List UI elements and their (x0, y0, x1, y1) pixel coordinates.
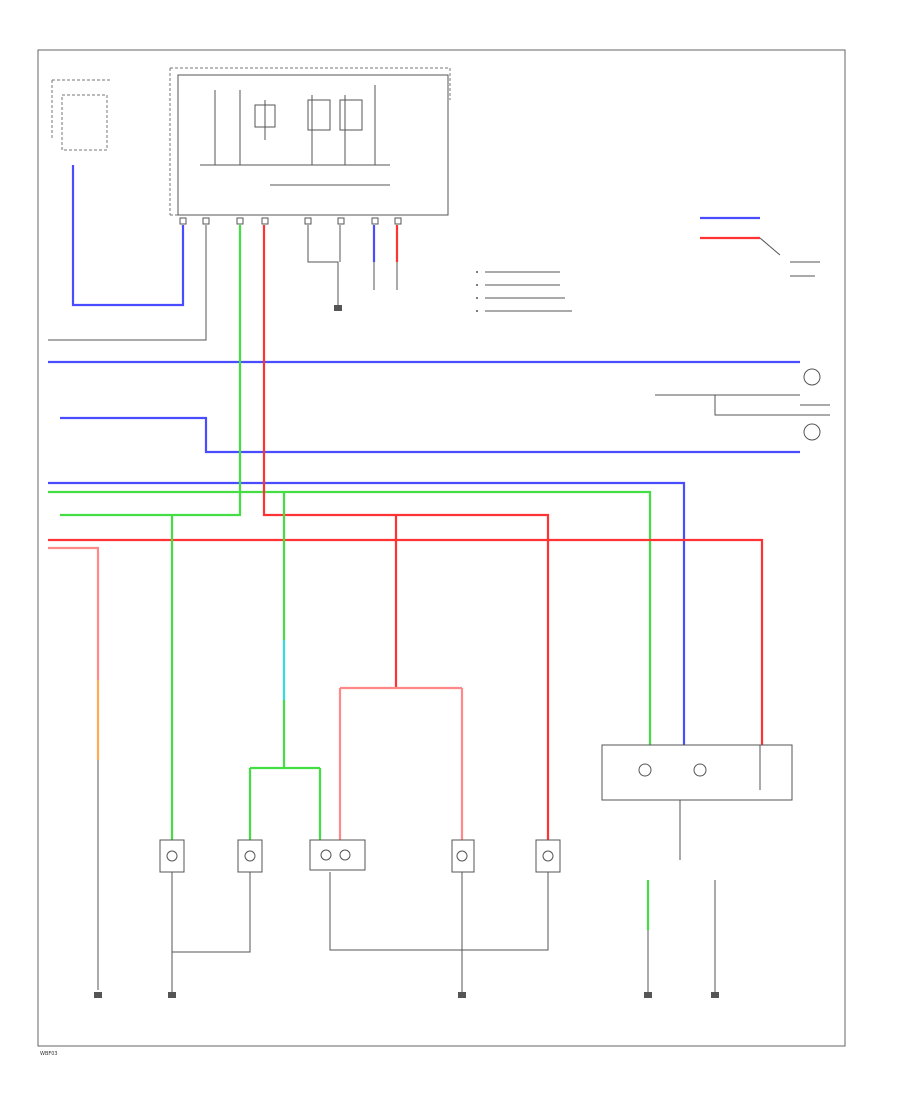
lamp-center (309, 839, 366, 871)
ground-icon-left (168, 992, 176, 998)
ground-icon (334, 305, 342, 311)
ground-icon-far-left (94, 992, 102, 998)
footer-code: WBF03 (40, 1051, 58, 1057)
lamp-left-1 (159, 839, 185, 873)
lamp-right-1 (451, 839, 475, 873)
red-wire-h1 (48, 538, 764, 745)
legend-list (476, 271, 572, 312)
green-branch (248, 766, 322, 840)
ground-icon-right-2 (711, 992, 719, 998)
lamp-left-2 (237, 839, 263, 873)
right-module (601, 744, 793, 860)
upper-ground (307, 225, 342, 311)
ground-icon-right-1 (644, 992, 652, 998)
blue-wire-loop (71, 165, 185, 307)
pink-wire-h1 (48, 546, 100, 680)
pin-wire-2 (48, 225, 207, 341)
ground-icon-center (458, 992, 466, 998)
lamp-grounds (94, 872, 549, 998)
license-lamps (655, 368, 830, 441)
fuse-block (51, 67, 451, 225)
blue-wire-h2 (60, 416, 800, 454)
top-right-legend (700, 216, 820, 277)
green-wire-h1 (48, 490, 652, 745)
green-wire-h2 (60, 225, 242, 517)
blue-wire-h3 (48, 481, 686, 745)
red-branch (338, 686, 464, 840)
red-wire-main (262, 225, 550, 840)
diagram-frame (37, 49, 846, 1047)
fuse-outputs (372, 225, 399, 290)
lamp-right-2 (535, 839, 561, 873)
